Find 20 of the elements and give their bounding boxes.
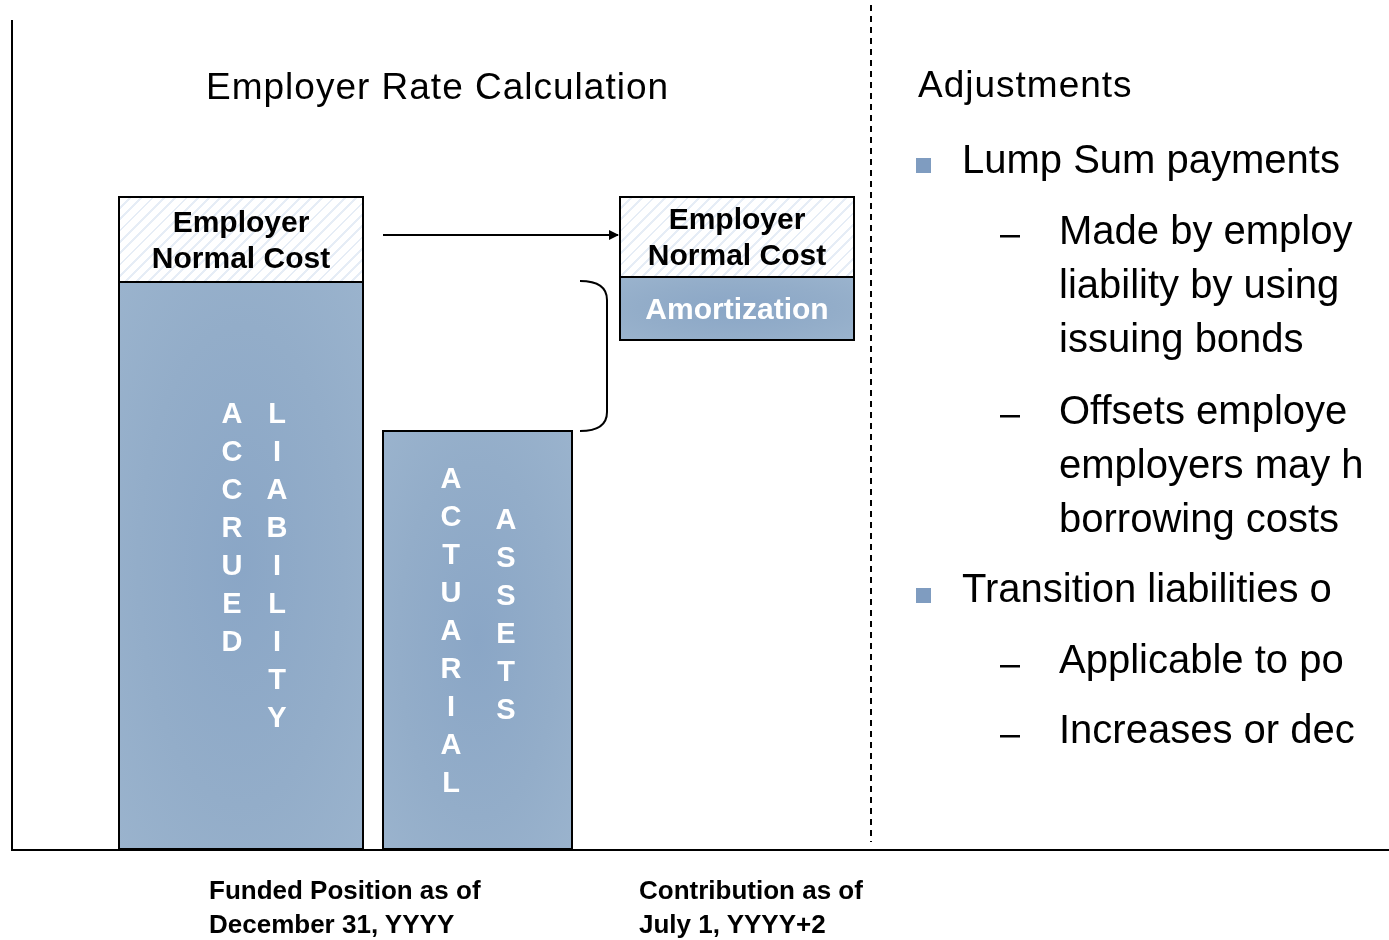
section-title: Employer Rate Calculation <box>206 66 670 108</box>
vertical-label: ACTUARIAL <box>435 462 467 804</box>
axis-label: Funded Position as of December 31, YYYY <box>209 874 482 940</box>
bullet-text: Lump Sum payments <box>962 137 1340 182</box>
vertical-label: ACCRUED <box>216 397 248 663</box>
header-box: Employer Normal Cost <box>118 196 364 283</box>
sub-bullet-text: Increases or dec <box>1059 707 1355 752</box>
amortization-box: Amortization <box>619 276 855 341</box>
sub-bullet-text: Offsets employe employers may h borrowing costs <box>1059 387 1365 542</box>
sub-bullet-text: Applicable to po <box>1059 637 1344 682</box>
liability-bar <box>118 281 364 850</box>
bullet-text: Transition liabilities o <box>962 566 1332 611</box>
assets-bar <box>382 430 573 850</box>
axis-label: Contribution as of July 1, YYYY+2 <box>639 874 864 940</box>
header-box: Employer Normal Cost <box>619 196 855 278</box>
sub-bullet-text: Made by employ liability by using issuing bonds <box>1059 207 1354 362</box>
vertical-label: ASSETS <box>490 503 522 731</box>
vertical-label: LIABILITY <box>261 397 293 739</box>
section-title: Adjustments <box>918 64 1133 106</box>
arrow <box>382 230 619 240</box>
